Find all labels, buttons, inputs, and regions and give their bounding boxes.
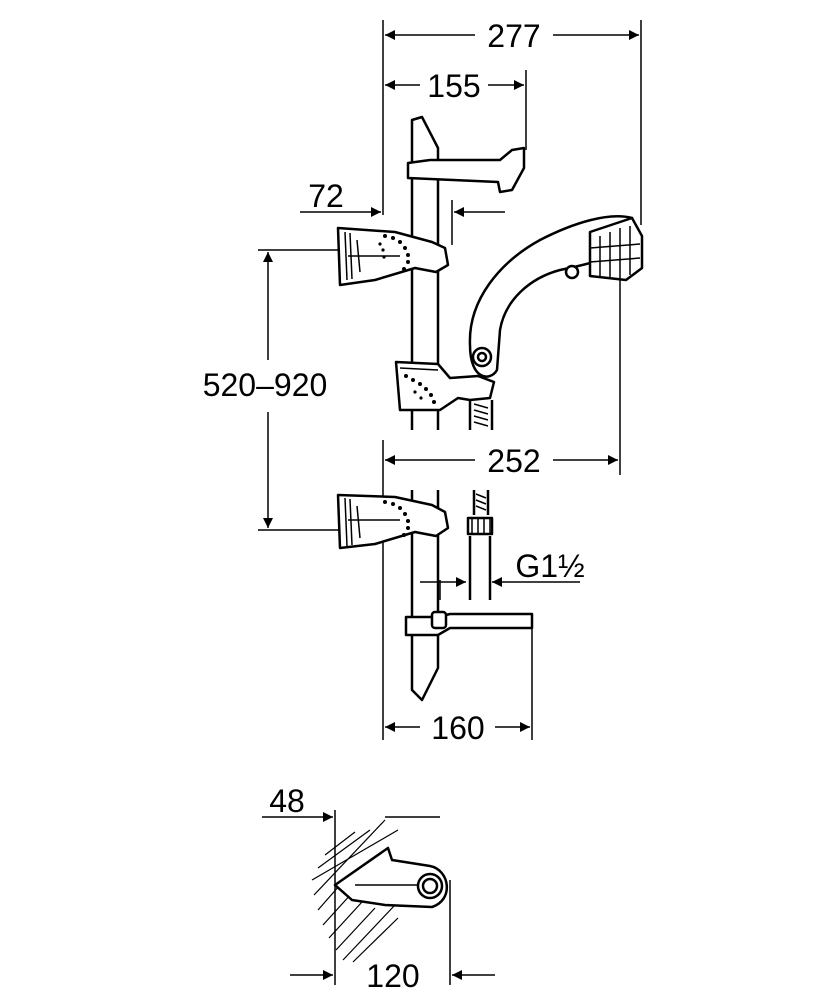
dim-label-rail-adjust-range: 520–920 — [203, 367, 328, 403]
lower-holder-dots — [383, 500, 410, 537]
dimension-wall-offset: 48 — [262, 783, 440, 822]
dim-label-thread-size: G1½ — [515, 548, 584, 584]
dimension-rail-to-shower-width: 252 — [385, 443, 618, 479]
upper-holder-dots — [378, 234, 410, 271]
dimension-arm-projection: 155 — [385, 68, 524, 104]
dimension-shelf-width: 160 — [385, 710, 530, 746]
dim-label-shelf-width: 160 — [431, 710, 484, 746]
soap-shelf — [404, 610, 534, 637]
dimension-rail-adjust-range: 520–920 — [203, 252, 328, 528]
top-wall-bracket — [406, 146, 526, 194]
dim-label-rail-to-shower-width: 252 — [487, 443, 540, 479]
hose-connector — [466, 490, 494, 600]
lower-shower-holder — [336, 493, 450, 550]
dim-label-soap-dish-width: 120 — [366, 958, 419, 994]
dim-label-arm-projection: 155 — [427, 68, 480, 104]
dim-label-overall-width: 277 — [487, 18, 540, 54]
dim-label-wall-offset: 48 — [269, 783, 305, 819]
dimension-thread-size: G1½ — [420, 548, 585, 587]
dimension-soap-dish-width: 120 — [290, 958, 495, 994]
plan-view-soap-dish — [333, 846, 449, 909]
dimension-holder-projection: 72 — [300, 178, 505, 217]
wall-hatching — [311, 819, 399, 963]
hand-shower — [468, 215, 644, 378]
dimension-overall-width: 277 — [385, 18, 639, 54]
extension-lines — [258, 20, 642, 985]
upper-shower-holder — [336, 226, 450, 287]
dim-label-holder-projection: 72 — [308, 178, 344, 214]
slider-dots — [404, 374, 436, 404]
sliding-holder — [394, 360, 496, 430]
